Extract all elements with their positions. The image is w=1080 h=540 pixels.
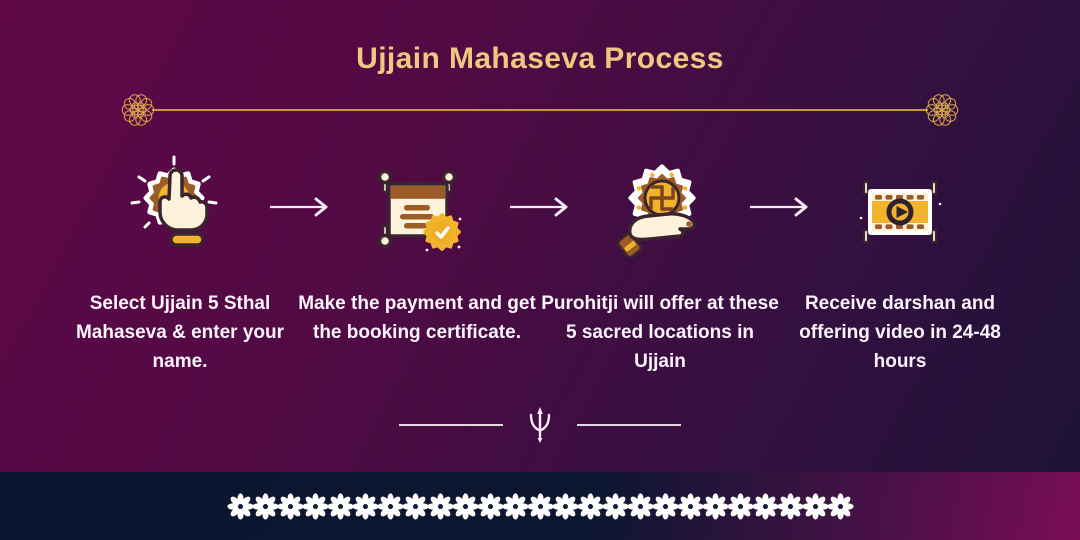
select-click-icon	[130, 155, 218, 247]
eight-petal-flower-icon	[576, 492, 604, 520]
step-text: Receive darshan and offering video in 24…	[799, 293, 1001, 372]
process-step-3: Purohitji will offer at these 5 sacred l…	[535, 162, 785, 376]
eight-petal-flower-icon	[701, 492, 729, 520]
page-title: Ujjain Mahaseva Process	[356, 42, 724, 75]
eight-petal-flower-icon	[726, 492, 754, 520]
footer-band	[0, 472, 1080, 540]
arrow-right-icon	[510, 197, 568, 217]
step-text: Purohitji will offer at these 5 sacred l…	[541, 293, 779, 372]
eight-petal-flower-icon	[451, 492, 479, 520]
eight-petal-flower-icon	[601, 492, 629, 520]
eight-petal-flower-icon	[376, 492, 404, 520]
divider-line-right	[577, 424, 681, 426]
eight-petal-flower-icon	[626, 492, 654, 520]
process-step-2: Make the payment and get the booking cer…	[292, 162, 542, 347]
eight-petal-flower-icon	[551, 492, 579, 520]
mandala-rosette-icon	[925, 94, 959, 126]
offering-lotus-hand-icon	[616, 162, 696, 259]
divider-line-left	[399, 424, 503, 426]
trishul-divider	[0, 405, 1080, 445]
eight-petal-flower-icon	[426, 492, 454, 520]
eight-petal-flower-icon	[801, 492, 829, 520]
eight-petal-flower-icon	[476, 492, 504, 520]
eight-petal-flower-icon	[326, 492, 354, 520]
arrow-right-icon	[270, 197, 328, 217]
eight-petal-flower-icon	[301, 492, 329, 520]
eight-petal-flower-icon	[251, 492, 279, 520]
process-step-1: Select Ujjain 5 Sthal Mahaseva & enter y…	[55, 155, 305, 376]
eight-petal-flower-icon	[776, 492, 804, 520]
payment-certificate-icon	[377, 169, 462, 252]
eight-petal-flower-icon	[351, 492, 379, 520]
darshan-video-icon	[859, 180, 942, 244]
arrow-right-icon	[750, 197, 808, 217]
eight-petal-flower-icon	[401, 492, 429, 520]
eight-petal-flower-icon	[751, 492, 779, 520]
trishul-icon	[529, 407, 551, 443]
eight-petal-flower-icon	[676, 492, 704, 520]
eight-petal-flower-icon	[226, 492, 254, 520]
swastika-symbol	[649, 185, 675, 211]
eight-petal-flower-icon	[526, 492, 554, 520]
title-divider-line	[152, 109, 928, 111]
mandala-rosette-icon	[121, 94, 155, 126]
process-step-4: Receive darshan and offering video in 24…	[775, 162, 1025, 376]
step-text: Select Ujjain 5 Sthal Mahaseva & enter y…	[75, 293, 285, 372]
flower-row	[226, 492, 854, 520]
eight-petal-flower-icon	[651, 492, 679, 520]
eight-petal-flower-icon	[826, 492, 854, 520]
eight-petal-flower-icon	[501, 492, 529, 520]
step-text: Make the payment and get the booking cer…	[298, 293, 536, 343]
eight-petal-flower-icon	[276, 492, 304, 520]
